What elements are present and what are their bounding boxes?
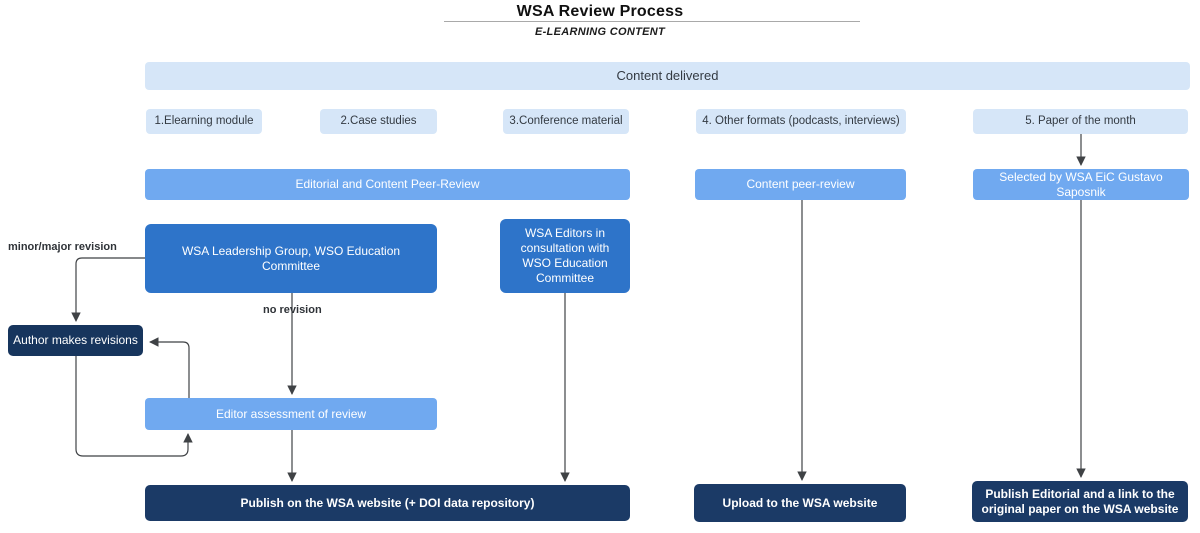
box-editor-assessment: Editor assessment of review — [145, 398, 437, 430]
category-case-studies: 2.Case studies — [320, 109, 437, 134]
output-publish-wsa-website: Publish on the WSA website (+ DOI data r… — [145, 485, 630, 521]
category-paper-of-the-month: 5. Paper of the month — [973, 109, 1188, 134]
category-other-formats: 4. Other formats (podcasts, interviews) — [696, 109, 906, 134]
category-conference-material: 3.Conference material — [503, 109, 629, 134]
output-publish-editorial-link: Publish Editorial and a link to the orig… — [972, 481, 1188, 522]
category-elearning-module: 1.Elearning module — [146, 109, 262, 134]
arrow-editor-assessment-to-author — [149, 337, 190, 398]
label-minor-major-revision: minor/major revision — [8, 241, 117, 253]
arrow-leadership-to-author — [71, 257, 145, 322]
bar-selected-by-wsa-eic: Selected by WSA EiC Gustavo Saposnik — [973, 169, 1189, 200]
box-wsa-leadership-group: WSA Leadership Group, WSO Education Comm… — [145, 224, 437, 293]
bar-content-peer-review: Content peer-review — [695, 169, 906, 200]
box-author-makes-revisions: Author makes revisions — [8, 325, 143, 356]
content-delivered-banner: Content delivered — [145, 62, 1190, 90]
page-title: WSA Review Process — [516, 3, 684, 20]
bar-editorial-content-peer-review: Editorial and Content Peer-Review — [145, 169, 630, 200]
title-underline — [444, 21, 860, 22]
label-no-revision: no revision — [263, 304, 322, 316]
page-subtitle: E-LEARNING CONTENT — [534, 26, 666, 38]
box-wsa-editors: WSA Editors in consultation with WSO Edu… — [500, 219, 630, 293]
output-upload-wsa-website: Upload to the WSA website — [694, 484, 906, 522]
